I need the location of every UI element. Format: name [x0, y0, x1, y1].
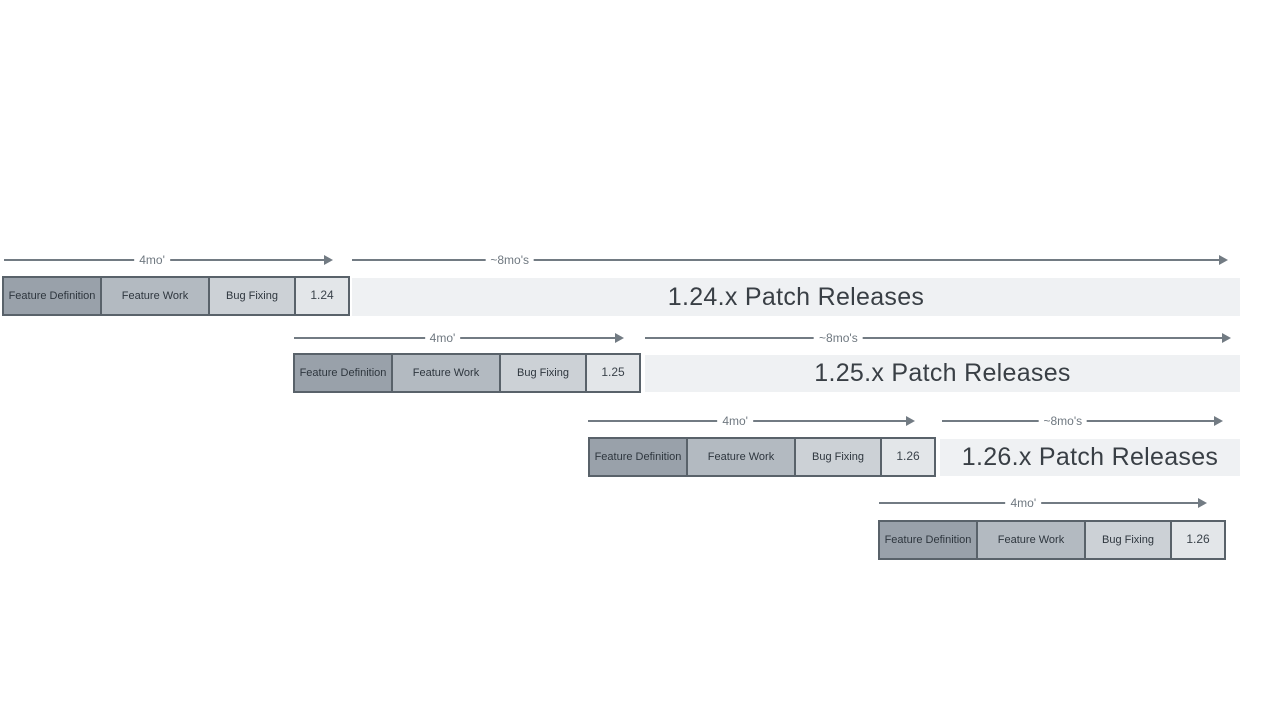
version-box: 1.26 — [1170, 520, 1226, 560]
phase-box-feature-definition: Feature Definition — [2, 276, 102, 316]
phase-box-bug-fixing: Bug Fixing — [1084, 520, 1172, 560]
arrow-line — [645, 337, 1224, 339]
phase-box-feature-work: Feature Work — [686, 437, 796, 477]
patch-duration-label: ~8mo's — [1038, 414, 1088, 429]
dev-duration-label: 4mo' — [717, 414, 753, 429]
arrowhead-icon — [1219, 254, 1228, 265]
dev-duration-arrow: 4mo' — [588, 413, 915, 430]
dev-duration-arrow: 4mo' — [879, 495, 1207, 512]
arrowhead-icon — [1222, 332, 1231, 343]
dev-duration-label: 4mo' — [424, 331, 461, 346]
phase-box-feature-work: Feature Work — [976, 520, 1086, 560]
version-box: 1.24 — [294, 276, 350, 316]
phase-box-feature-work: Feature Work — [391, 353, 501, 393]
phase-box-feature-work: Feature Work — [100, 276, 210, 316]
patch-duration-arrow: ~8mo's — [645, 330, 1231, 347]
patch-duration-label: ~8mo's — [814, 331, 863, 346]
phase-box-feature-definition: Feature Definition — [293, 353, 393, 393]
release-cycle-boxes: Feature Definition Feature Work Bug Fixi… — [293, 353, 641, 393]
arrowhead-icon — [906, 415, 915, 426]
phase-box-feature-definition: Feature Definition — [878, 520, 978, 560]
dev-duration-label: 4mo' — [1005, 496, 1042, 511]
phase-box-bug-fixing: Bug Fixing — [794, 437, 882, 477]
phase-box-bug-fixing: Bug Fixing — [208, 276, 296, 316]
dev-duration-arrow: 4mo' — [4, 252, 333, 269]
release-cycle-boxes: Feature Definition Feature Work Bug Fixi… — [878, 520, 1226, 560]
patch-releases-label: 1.25.x Patch Releases — [814, 359, 1071, 387]
arrowhead-icon — [615, 332, 624, 343]
release-cycle-boxes: Feature Definition Feature Work Bug Fixi… — [2, 276, 350, 316]
dev-duration-label: 4mo' — [134, 253, 170, 268]
patch-releases-bar: 1.26.x Patch Releases — [940, 439, 1240, 476]
dev-duration-arrow: 4mo' — [294, 330, 624, 347]
patch-duration-label: ~8mo's — [485, 253, 534, 268]
phase-box-feature-definition: Feature Definition — [588, 437, 688, 477]
arrowhead-icon — [324, 254, 333, 265]
arrowhead-icon — [1198, 497, 1207, 508]
version-box: 1.26 — [880, 437, 936, 477]
patch-releases-label: 1.24.x Patch Releases — [667, 282, 925, 311]
patch-releases-bar: 1.24.x Patch Releases — [352, 278, 1240, 316]
version-box: 1.25 — [585, 353, 641, 393]
arrowhead-icon — [1214, 415, 1223, 426]
patch-duration-arrow: ~8mo's — [942, 413, 1223, 430]
release-cycle-boxes: Feature Definition Feature Work Bug Fixi… — [588, 437, 936, 477]
arrow-line — [352, 259, 1221, 261]
phase-box-bug-fixing: Bug Fixing — [499, 353, 587, 393]
patch-releases-label: 1.26.x Patch Releases — [961, 443, 1219, 471]
patch-duration-arrow: ~8mo's — [352, 252, 1228, 269]
patch-releases-bar: 1.25.x Patch Releases — [645, 355, 1240, 392]
